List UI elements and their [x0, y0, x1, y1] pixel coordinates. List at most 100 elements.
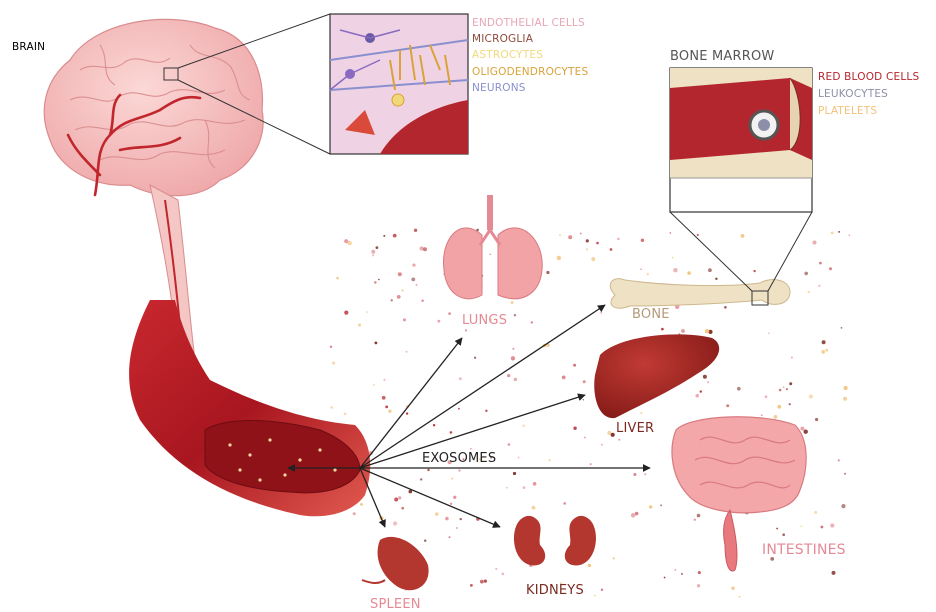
exosome-particle [808, 291, 810, 293]
liver-illustration [594, 334, 719, 418]
exosome-particle [360, 503, 363, 506]
exosome-particle [470, 584, 473, 587]
exosome-particle [841, 504, 845, 508]
exosome-particle [779, 389, 782, 392]
exosome-particle [737, 387, 741, 391]
exosome-particle [411, 278, 415, 282]
bone-marrow-inset [670, 68, 812, 212]
exosome-particle [412, 264, 415, 267]
exosome-particle [768, 333, 770, 335]
exosome-particle [562, 376, 566, 380]
exosome-particle [786, 388, 788, 390]
exosome-particle [641, 239, 644, 242]
exosome-particle [559, 234, 561, 236]
exosome-particle [731, 587, 734, 590]
exosome-particle [670, 232, 672, 234]
exosome-particle [800, 427, 804, 431]
exosome-particle [594, 595, 596, 597]
exosome-particle [844, 473, 846, 475]
label-liver: LIVER [616, 422, 654, 435]
exosome-particle [403, 318, 406, 321]
exosome-particle [791, 356, 793, 358]
spleen-illustration [362, 537, 429, 590]
exosome-particle [474, 357, 476, 359]
bone-zoom-lines [670, 212, 812, 291]
exosome-particle [435, 512, 438, 515]
exosome-particle [649, 505, 652, 508]
exosome-particle [783, 386, 785, 388]
exosome-particle [533, 482, 537, 486]
exosome-particle [789, 403, 791, 405]
exosome-particle [584, 437, 586, 439]
exosome-particle [388, 410, 391, 413]
exosome-particle [427, 469, 429, 471]
exosome-particle [378, 279, 380, 281]
exosome-particle [420, 478, 422, 480]
exosome-particle [414, 229, 417, 232]
exosome-particle [815, 418, 818, 421]
exosome-particle [822, 340, 826, 344]
exosome-particle [681, 329, 685, 333]
exosome-particle [398, 496, 401, 499]
exosome-particle [393, 521, 397, 525]
exosome-particle [402, 290, 404, 292]
exosome-particle [391, 299, 393, 301]
legend-item-astrocytes: ASTROCYTES [472, 50, 543, 61]
exosome-particle [586, 248, 588, 250]
exosome-particle [506, 487, 508, 489]
exosome-particle [705, 329, 709, 333]
exosome-particle [433, 424, 435, 426]
exosome-particle [776, 528, 778, 530]
exosome-particle [460, 518, 462, 520]
exosome-particle [586, 239, 589, 242]
exosome-particle [376, 246, 379, 249]
exosome-particle [610, 248, 613, 251]
exosome-particle [618, 439, 620, 441]
label-lungs: LUNGS [462, 314, 507, 327]
blood-vessel [129, 300, 370, 516]
exosome-particle [697, 514, 701, 518]
exosome-particle [513, 472, 516, 475]
exosome-particle [844, 386, 848, 390]
label-kidneys: KIDNEYS [526, 584, 584, 597]
exosome-particle [724, 306, 727, 309]
exosome-particle [707, 381, 709, 383]
exosome-particle [424, 540, 426, 542]
brain-inset [330, 14, 468, 154]
exosome-particle [416, 284, 418, 286]
exosome-particle [397, 295, 401, 299]
exosome-particle [697, 584, 700, 587]
exosome-particle [438, 320, 441, 323]
exosome-particle [450, 503, 452, 505]
exosome-particle [507, 374, 510, 377]
exosome-particle [470, 448, 472, 450]
legend-item-red-blood-cells: RED BLOOD CELLS [818, 72, 919, 83]
exosome-particle [821, 526, 824, 529]
exosome-particle [809, 395, 813, 399]
exosome-particle [831, 232, 834, 235]
exosome-particle [398, 272, 402, 276]
exosome-particle [647, 273, 649, 275]
exosome-particle [458, 408, 460, 410]
exosome-particle [687, 271, 691, 275]
exosome-particle [804, 272, 808, 276]
exosome-particle [700, 390, 702, 392]
exosome-particle [372, 254, 374, 256]
exosome-particle [568, 235, 572, 239]
exosome-particle [563, 502, 566, 505]
exosome-particle [600, 312, 602, 314]
exosome-particle [548, 459, 550, 461]
exosome-particle [347, 241, 351, 245]
exosome-particle [523, 486, 526, 489]
label-exosomes: EXOSOMES [422, 452, 496, 465]
exosome-particle [557, 256, 561, 260]
legend-item-microglia: MICROGLIA [472, 34, 533, 45]
exosome-particle [753, 270, 755, 272]
exosome-particle [800, 525, 802, 527]
exosome-particle [546, 271, 549, 274]
exosome-particle [591, 257, 595, 261]
exosome-particle [825, 349, 828, 352]
exosome-particle [336, 277, 339, 280]
label-bone: BONE [632, 308, 670, 321]
